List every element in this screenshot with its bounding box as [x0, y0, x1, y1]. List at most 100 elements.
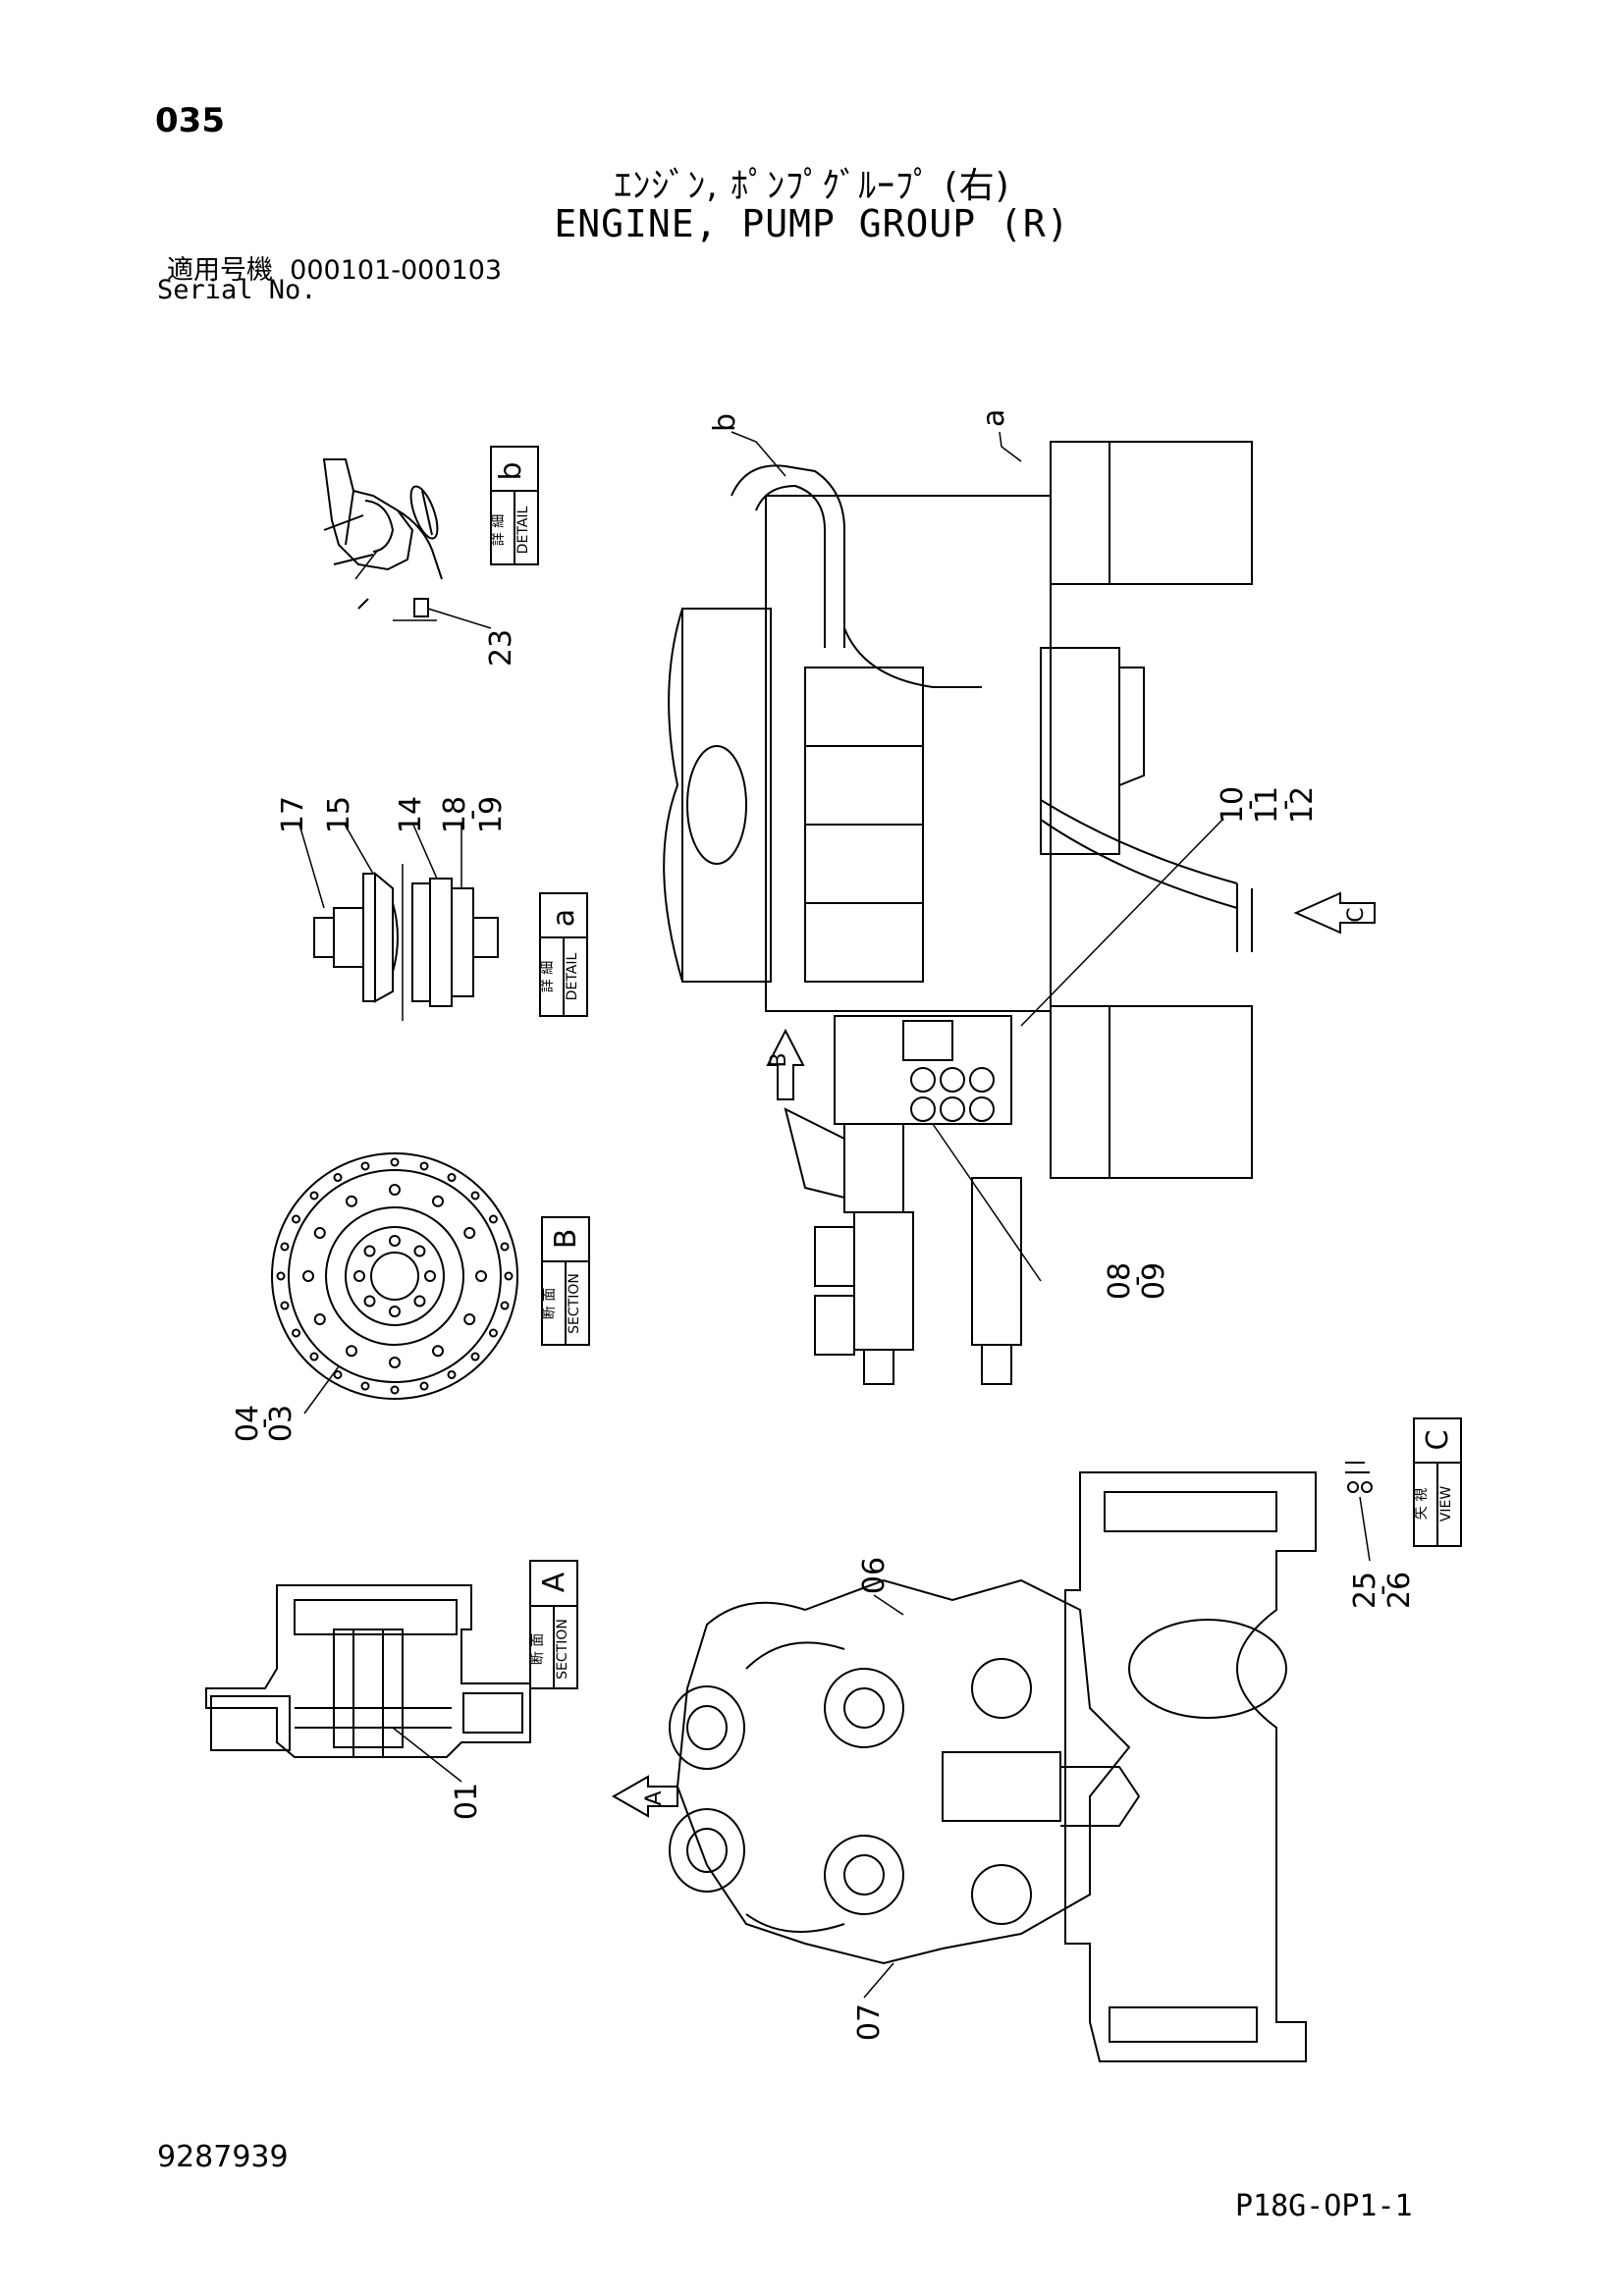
bolt-hole: [302, 1270, 314, 1282]
detail-b-label-box: 詳 細 DETAIL b: [490, 446, 539, 565]
bolt-hole: [363, 1295, 376, 1308]
bolt-hole: [390, 1157, 400, 1167]
bolt-hole: [432, 1345, 444, 1358]
view-arrow-b: B: [766, 1028, 805, 1100]
bolt-hole: [470, 1352, 480, 1362]
callout-10-dash: -: [1232, 800, 1267, 811]
bolt-hole: [447, 1369, 457, 1379]
detail-a-label-box: 詳 細 DETAIL a: [539, 892, 588, 1017]
section-a-letter: A: [537, 1572, 571, 1592]
bolt-hole: [313, 1313, 326, 1325]
serial-range: 000101-000103: [290, 255, 503, 286]
view-c-leaders: [863, 1594, 904, 1999]
callout-08-dash: -: [1119, 1276, 1154, 1287]
bolt-hole: [488, 1214, 498, 1224]
detail-b-en: DETAIL: [515, 507, 531, 555]
section-b-label-box: 断 面 SECTION B: [541, 1216, 590, 1346]
section-a-en: SECTION: [555, 1619, 570, 1680]
bolt-hole: [390, 1385, 400, 1395]
callout-10: 10: [1216, 786, 1250, 824]
bolt-hole: [500, 1242, 510, 1252]
bolt-hole: [292, 1328, 301, 1338]
bolt-hole: [280, 1301, 290, 1310]
bolt-hole: [500, 1301, 510, 1310]
bolt-hole: [360, 1381, 370, 1391]
callout-18-dash: -: [455, 810, 489, 821]
bolt-hole: [363, 1245, 376, 1257]
callout-04-dash: -: [246, 1418, 281, 1429]
bolt-hole: [333, 1173, 343, 1183]
section-a-jp: 断 面: [530, 1633, 546, 1665]
callout-23: 23: [484, 629, 518, 667]
view-c-small-part: [1345, 1462, 1373, 1562]
page-number: 035: [155, 101, 225, 140]
serial-label-jp: 適用号機: [167, 255, 273, 286]
detail-a-letter: a: [547, 909, 581, 927]
bolt-hole: [432, 1195, 444, 1207]
engine-main-view: [663, 441, 1253, 1385]
document-number: 9287939: [157, 2140, 289, 2174]
callout-07: 07: [852, 2003, 887, 2041]
bolt-hole: [389, 1184, 401, 1196]
view-c-jp: 矢 視: [1414, 1488, 1430, 1520]
bolt-hole: [413, 1295, 426, 1308]
section-b-jp: 断 面: [542, 1288, 558, 1319]
callout-19: 19: [474, 796, 509, 833]
callout-01: 01: [450, 1783, 484, 1820]
view-c-label-box: 矢 視 VIEW C: [1413, 1417, 1462, 1547]
section-b-drawing: [271, 1152, 518, 1400]
main-view-leaders: [731, 431, 1223, 1282]
callout-15: 15: [322, 796, 356, 833]
bolt-hole: [309, 1191, 319, 1201]
bolt-hole: [475, 1270, 487, 1282]
view-arrow-b-label: B: [767, 1052, 791, 1067]
callout-12: 12: [1285, 786, 1320, 824]
bolt-hole: [419, 1381, 429, 1391]
bolt-hole: [470, 1191, 480, 1201]
bolt-hole: [488, 1328, 498, 1338]
flywheel-bolt-holes: [276, 1157, 514, 1395]
detail-b-drawing: [322, 458, 443, 610]
callout-04: 04: [231, 1405, 265, 1442]
callout-14: 14: [394, 796, 428, 833]
section-a-drawing: [205, 1584, 531, 1758]
detail-a-jp: 詳 細: [540, 961, 556, 992]
detail-a-drawing: [313, 864, 499, 1021]
callout-09: 09: [1137, 1262, 1171, 1300]
view-arrow-c-label: C: [1344, 907, 1369, 922]
serial-label-en: Serial No.: [157, 275, 317, 305]
bolt-hole: [504, 1271, 514, 1281]
view-c-en: VIEW: [1438, 1486, 1454, 1522]
bolt-hole: [447, 1173, 457, 1183]
callout-08: 08: [1103, 1262, 1137, 1300]
bolt-hole: [424, 1270, 436, 1282]
bolt-hole: [413, 1245, 426, 1257]
bolt-hole: [389, 1357, 401, 1368]
leader-label-b: b: [708, 413, 742, 432]
bolt-hole: [419, 1161, 429, 1171]
bolt-hole: [346, 1345, 357, 1358]
callout-06: 06: [857, 1557, 892, 1594]
title-japanese: ｴﾝｼﾞﾝ, ﾎﾟﾝﾌﾟｸﾞﾙｰﾌﾟ (右): [614, 166, 1010, 206]
callout-25-dash: -: [1365, 1585, 1399, 1596]
bolt-hole: [309, 1352, 319, 1362]
title-english: ENGINE, PUMP GROUP (R): [554, 202, 1070, 245]
callout-18: 18: [438, 796, 472, 833]
leader-label-a: a: [977, 409, 1011, 427]
section-b-en: SECTION: [567, 1273, 582, 1334]
view-c-letter: C: [1421, 1430, 1455, 1451]
view-arrow-a-label: A: [642, 1790, 667, 1805]
detail-a-leaders: [298, 822, 462, 909]
part-23-bolt: [393, 598, 492, 629]
view-arrow-a: A: [611, 1775, 678, 1818]
bolt-hole: [389, 1306, 401, 1317]
section-a-label-box: 断 面 SECTION A: [529, 1560, 578, 1689]
view-arrow-c: C: [1293, 891, 1376, 934]
bolt-hole: [389, 1235, 401, 1247]
bolt-hole: [463, 1227, 476, 1239]
bolt-hole: [360, 1161, 370, 1171]
callout-17: 17: [276, 796, 310, 833]
bolt-hole: [346, 1195, 357, 1207]
callout-11-dash: -: [1268, 800, 1302, 811]
